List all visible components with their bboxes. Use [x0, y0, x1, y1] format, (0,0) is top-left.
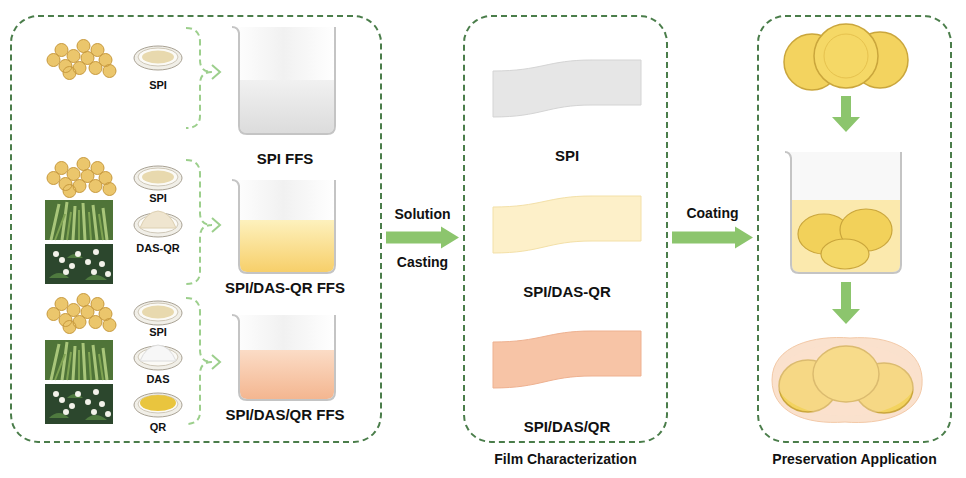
spi-dish [134, 46, 182, 70]
film-shape [492, 330, 642, 390]
qr-dish [134, 393, 182, 417]
edge-label: Coating [686, 205, 738, 221]
flow-arrow [672, 227, 753, 249]
dashed-panel: Film CharacterizationSPISPI/DAS-QRSPI/DA… [463, 15, 668, 443]
film-sheet [493, 60, 641, 117]
panel-heading: Preservation Application [772, 451, 936, 467]
beaker-glass [232, 315, 335, 400]
sample-label: SPI/DAS-QR FFS [225, 279, 345, 297]
beaker-node: SPI/DAS/QR FFS [210, 312, 360, 424]
beaker-outline [229, 312, 341, 402]
beaker-liquid [240, 350, 334, 399]
film-shape [492, 59, 642, 119]
soybeans-image [47, 40, 116, 80]
dashed-panel: Preservation Application [757, 15, 952, 443]
sample-label: SPI FFS [257, 150, 314, 168]
ingredient-label: QR [150, 420, 167, 434]
panel-heading: Film Characterization [494, 451, 636, 467]
group-bracket [186, 298, 212, 424]
group-bracket [186, 28, 212, 128]
spi-dish [134, 301, 182, 325]
das-dish [134, 346, 182, 370]
beaker-outline [785, 152, 901, 273]
soybeans-image [47, 294, 116, 334]
flower-image [45, 244, 113, 284]
film-shape [492, 195, 642, 255]
group-bracket [186, 160, 212, 284]
coating-sheen [776, 344, 916, 416]
ingredient-label: DAS-QR [136, 241, 179, 255]
spi-dish [134, 166, 182, 190]
bracket-chevron [212, 218, 220, 232]
step-arrow [832, 96, 860, 132]
spi-powder [142, 51, 174, 64]
beaker-rim [232, 180, 335, 273]
beaker-outline [229, 177, 341, 275]
soybeans-image [47, 158, 116, 198]
das-powder [140, 345, 176, 361]
film-sheet [493, 196, 641, 253]
sample-label: SPI/DAS/QR [524, 418, 611, 436]
spi-powder [142, 306, 174, 319]
wheat-image [45, 200, 113, 240]
beaker-glass [232, 27, 335, 134]
ingredient-label: SPI [149, 191, 167, 205]
beaker-liquid [240, 220, 334, 272]
beaker-glass [232, 180, 335, 273]
potato-slice [821, 239, 869, 269]
spi-powder [142, 171, 174, 184]
edge-label: Solution Casting [386, 190, 459, 286]
beaker-rim [232, 27, 335, 134]
sample-label: SPI/DAS-QR [523, 283, 611, 301]
potato-slice [814, 24, 878, 88]
coating-liquid [792, 200, 900, 272]
film-node: SPI/DAS-QR [481, 195, 653, 301]
beaker-liquid [240, 80, 334, 133]
flow-arrow [386, 227, 459, 249]
ingredient-label: DAS [146, 372, 169, 386]
beaker-rim [232, 315, 335, 400]
flower-image [45, 384, 113, 424]
step-arrow [832, 282, 860, 324]
beaker-node: SPI FFS [210, 24, 360, 168]
beaker-body [785, 152, 901, 273]
film-node: SPI/DAS/QR [481, 330, 653, 436]
ingredient-label: SPI [149, 325, 167, 339]
wheat-image [45, 340, 113, 380]
das-qr-powder [140, 211, 176, 228]
bracket-chevron [212, 355, 220, 369]
sample-label: SPI/DAS/QR FFS [225, 406, 344, 424]
bracket-chevron [212, 65, 220, 79]
qr-powder [140, 395, 176, 411]
sample-label: SPI [555, 147, 579, 165]
ingredient-label: SPI [149, 78, 167, 92]
potato-core [824, 34, 868, 78]
beaker-outline [229, 24, 341, 136]
coating-halo [772, 337, 922, 422]
film-sheet [493, 331, 641, 388]
film-node: SPI [481, 59, 653, 165]
beaker-node: SPI/DAS-QR FFS [210, 177, 360, 297]
dashed-panel: SPI FFS SPI/DAS-QR FFS SPI/DAS/QR FFS [10, 15, 382, 443]
